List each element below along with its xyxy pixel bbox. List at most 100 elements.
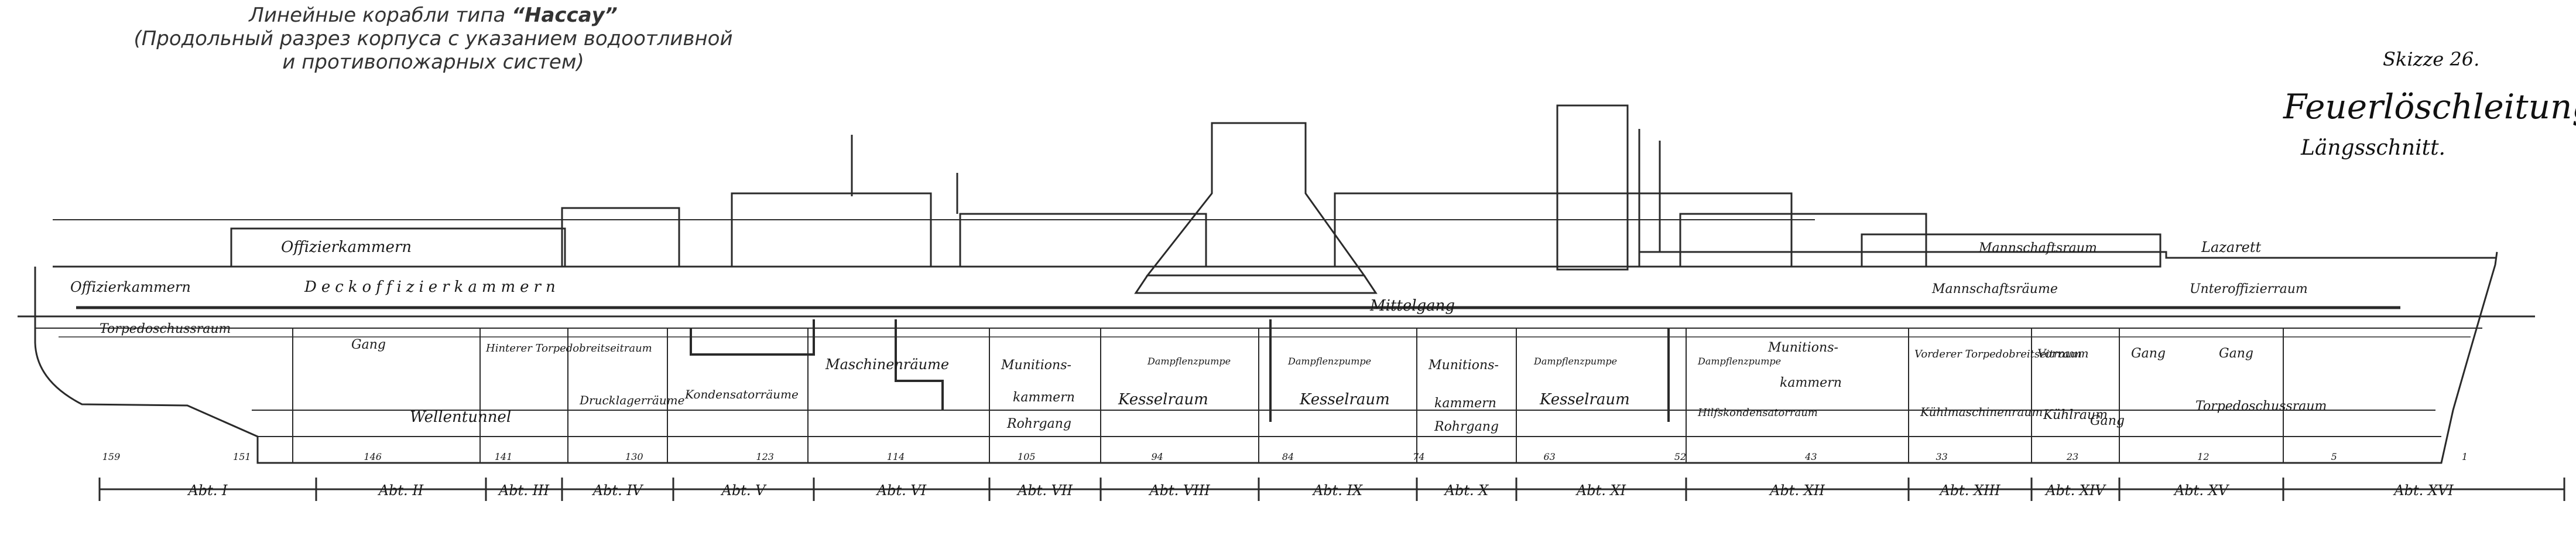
label-unteroffizier: Unteroffizierraum xyxy=(2190,282,2308,296)
compartment-label: Abt. X xyxy=(1444,482,1489,499)
aft-funnel xyxy=(1145,122,1366,277)
compartment-label: Abt. VIII xyxy=(1148,482,1210,499)
label-vorderer-torpedo: Vorderer Torpedobreitseitraum xyxy=(1914,348,2082,360)
label-kesselraum-1: Kesselraum xyxy=(1118,391,1208,408)
label-kesselraum-3: Kesselraum xyxy=(1539,391,1630,408)
label-vorraum: Vorraum xyxy=(2037,346,2089,360)
sketch-number: Skizze 26. xyxy=(2383,48,2480,70)
aft-superstructure xyxy=(230,227,566,268)
russian-title-prefix: Линейные корабли типа xyxy=(249,4,512,27)
frame-number: 43 xyxy=(1804,451,1817,462)
label-dampfpumpe-4: Dampflenzpumpe xyxy=(1697,356,1781,367)
compartment-label: Abt. II xyxy=(378,482,424,499)
frame-number: 52 xyxy=(1674,451,1686,462)
compartment-label: Abt. V xyxy=(721,482,768,499)
fire-main-branch xyxy=(690,319,1670,422)
frame-number: 63 xyxy=(1543,451,1555,462)
compartment-label: Abt. III xyxy=(498,482,550,499)
aft-deckhouse xyxy=(561,207,680,268)
frame-number: 123 xyxy=(756,451,774,462)
frame-number: 1 xyxy=(2462,451,2468,462)
compartment-label: Abt. I xyxy=(187,482,228,499)
compartment-label: Abt. XIV xyxy=(2044,482,2106,499)
ship-class-name: “Нассау” xyxy=(512,4,618,27)
label-wellentunnel: Wellentunnel xyxy=(410,408,511,426)
label-gang-fwd-2: Gang xyxy=(2219,346,2253,361)
frame-number: 114 xyxy=(887,451,905,462)
label-mannschaft-lower: Mannschaftsräume xyxy=(1931,282,2058,296)
frame-number: 141 xyxy=(495,451,513,462)
frame-number: 159 xyxy=(102,451,121,462)
frame-number: 94 xyxy=(1151,451,1163,462)
label-gang-aft: Gang xyxy=(351,338,386,352)
label-munition-fwd-2: kammern xyxy=(1434,396,1496,411)
fwd-deckhouse xyxy=(1861,233,2161,268)
compartment-scale: Abt. I Abt. II Abt. III Abt. IV Abt. V Abt. V… xyxy=(98,478,2565,501)
frame-number: 23 xyxy=(2066,451,2078,462)
forecastle-deck xyxy=(53,251,2497,268)
label-kuehlraum: Kühlraum xyxy=(2043,408,2108,422)
label-rohrgang-aft: Rohrgang xyxy=(1006,417,1071,431)
hull-drawing xyxy=(18,104,2535,464)
label-dampfpumpe-3: Dampflenzpumpe xyxy=(1533,356,1617,367)
label-munition-aft-1: Munitions- xyxy=(1001,358,1071,373)
german-subtitle: Längsschnitt. xyxy=(2301,136,2445,160)
russian-title-line-2: (Продольный разрез корпуса с указанием в… xyxy=(133,27,733,50)
label-gang-bow: Gang xyxy=(2090,414,2125,428)
frame-number: 74 xyxy=(1413,451,1424,462)
frame-number: 130 xyxy=(625,451,643,462)
label-munition-fwd-1: Munitions- xyxy=(1428,358,1499,373)
label-kammern-mid: kammern xyxy=(1780,376,1842,390)
fwd-funnel xyxy=(1556,104,1629,271)
label-dampfpumpe-2: Dampflenzpumpe xyxy=(1287,356,1371,367)
room-labels: Offizierkammern Offizierkammern Deckoffi… xyxy=(70,238,2327,434)
compartment-label: Abt. XI xyxy=(1575,482,1626,499)
hull-outline xyxy=(34,251,2498,464)
compartment-label: Abt. XV xyxy=(2173,482,2230,499)
label-gang-fwd-1: Gang xyxy=(2131,346,2166,361)
compartment-label: Abt. VII xyxy=(1016,482,1073,499)
frame-numbers: 159 151 146 141 130 123 114 105 94 84 74 63 52 43 33 23… xyxy=(102,451,2468,462)
label-dampfpumpe-1: Dampflenzpumpe xyxy=(1147,356,1231,367)
frame-number: 5 xyxy=(2331,451,2337,462)
aft-funnel-base xyxy=(1134,275,1378,294)
frame-number: 105 xyxy=(1018,451,1036,462)
compartment-label: Abt. VI xyxy=(876,482,927,499)
label-munitions-mid: Munitions- xyxy=(1767,340,1838,355)
mid-deckhouse-aft xyxy=(731,192,932,268)
frame-number: 33 xyxy=(1936,451,1947,462)
compartment-label: Abt. XVI xyxy=(2393,482,2454,499)
label-rohrgang-fwd: Rohrgang xyxy=(1434,420,1499,434)
label-kuehlmaschinen: Kühlmaschinenraum xyxy=(1920,405,2043,419)
frame-number: 151 xyxy=(233,451,251,462)
label-kondensator: Kondensatorräume xyxy=(684,387,799,401)
russian-title: Линейные корабли типа “Нассау” (Продольн… xyxy=(94,4,773,74)
label-hinterer-torpedo: Hinterer Torpedobreitseitraum xyxy=(485,342,652,354)
russian-title-line-3: и противопожарных систем) xyxy=(282,50,584,74)
label-torpedoschuss-bow: Torpedoschussraum xyxy=(2195,399,2327,414)
compartment-label: Abt. XIII xyxy=(1938,482,2000,499)
label-munition-aft-2: kammern xyxy=(1013,390,1075,405)
frame-number: 12 xyxy=(2197,451,2209,462)
compartment-label: Abt. IX xyxy=(1312,482,1363,499)
label-mannschaft-upper: Mannschaftsraum xyxy=(1978,241,2097,255)
compartment-label: Abt. IV xyxy=(592,482,644,499)
label-offizierkammern-upper: Offizierkammern xyxy=(281,238,412,256)
frame-number: 84 xyxy=(1282,451,1294,462)
label-hilfskondensator: Hilfskondensatorraum xyxy=(1697,407,1818,419)
label-maschinenraum: Maschinenräume xyxy=(825,356,949,373)
label-lazarett: Lazarett xyxy=(2201,239,2262,255)
bridge-fwd xyxy=(1679,213,1927,268)
german-title: Feuerlöschleitung. xyxy=(2283,87,2576,127)
label-mittelgang: Mittelgang xyxy=(1369,297,1455,315)
label-torpedoschuss: Torpedoschussraum xyxy=(100,322,231,336)
bulkheads xyxy=(292,328,2284,463)
russian-title-line-1: Линейные корабли типа “Нассау” xyxy=(94,4,773,27)
mid-deckhouse-fwd xyxy=(1334,192,1793,268)
compartment-label: Abt. XII xyxy=(1769,482,1825,499)
frame-number: 146 xyxy=(364,451,382,462)
label-deckoffizier: Deckoffizierkammern xyxy=(304,278,560,296)
label-drucklager: Drucklagerräume xyxy=(579,393,684,407)
bridge-aft xyxy=(959,213,1207,268)
